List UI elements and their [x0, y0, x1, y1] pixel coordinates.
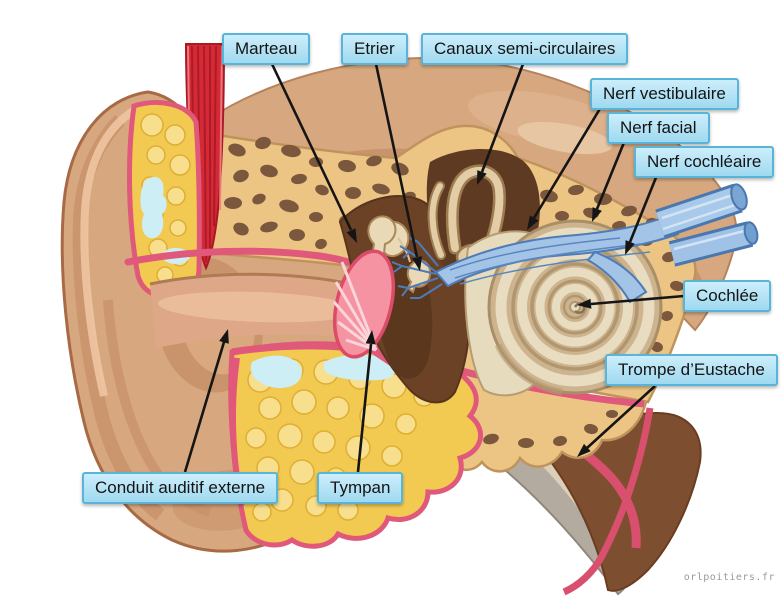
label-etrier: Etrier [341, 33, 408, 65]
fat-tissue-upper [126, 100, 202, 300]
arrow-to-facial-nerve [592, 139, 627, 222]
arrow-to-vestibular-nerve [527, 106, 603, 230]
arrow-to-eustachian-tube [577, 385, 656, 457]
arrow-to-tympan [356, 330, 376, 473]
arrow-to-cochlear-nerve [625, 174, 659, 255]
label-cochlee: Cochlée [683, 280, 772, 312]
label-canaux-semi-circulaires: Canaux semi-circulaires [421, 33, 629, 65]
arrow-to-malleus [270, 63, 357, 243]
watermark: orlpoitiers.fr [683, 572, 775, 583]
cochlear-nerve-branch [586, 250, 648, 304]
arrow-to-semicircular-canals [477, 63, 525, 185]
label-nerf-cochleaire: Nerf cochléaire [634, 146, 775, 178]
label-nerf-facial: Nerf facial [607, 112, 710, 144]
label-trompe-eustache: Trompe d’Eustache [605, 354, 778, 386]
arrow-to-cochlea [577, 294, 685, 309]
label-conduit-auditif-externe: Conduit auditif externe [82, 472, 279, 504]
arrow-to-stapes [374, 63, 422, 271]
label-nerf-vestibulaire: Nerf vestibulaire [590, 78, 739, 110]
arrow-to-ear-canal [183, 329, 229, 473]
label-marteau: Marteau [222, 33, 311, 65]
nerve-trunk-stubs [655, 183, 759, 267]
auditory-nerves [391, 183, 759, 304]
label-tympan: Tympan [317, 472, 404, 504]
